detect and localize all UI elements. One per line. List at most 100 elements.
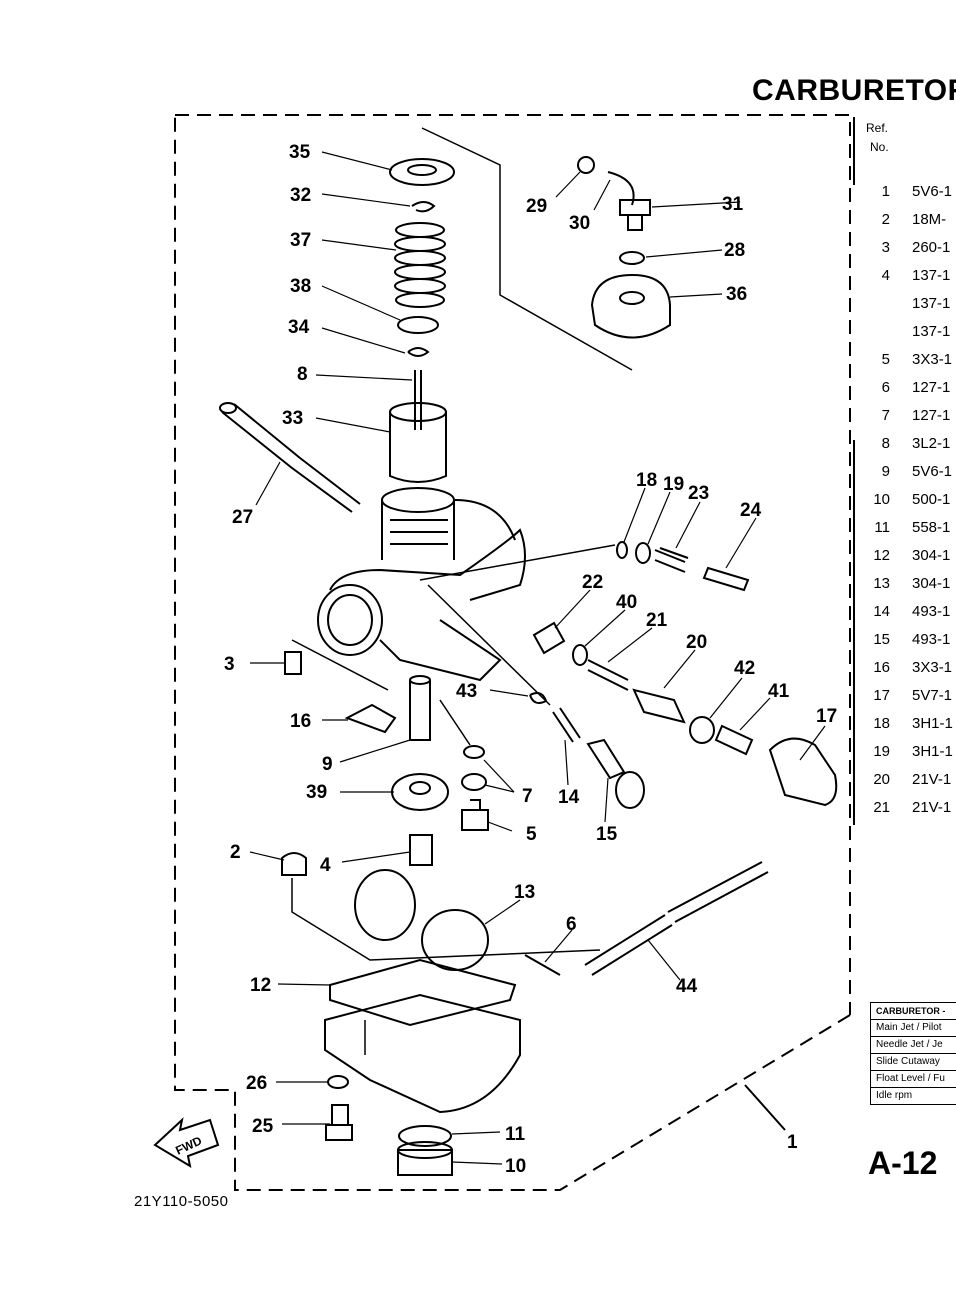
spring-14 — [552, 707, 581, 743]
callout-30: 30 — [569, 213, 590, 234]
oring-11 — [398, 1125, 452, 1147]
table-part-no: 3X3-1 — [912, 659, 953, 676]
callout-41: 41 — [768, 681, 790, 702]
table-part-no: 21V-1 — [912, 771, 952, 788]
drain-plug-10 — [397, 1149, 453, 1176]
washer-35 — [389, 158, 455, 186]
table-part-no: 137-1 — [912, 267, 951, 284]
table-part-no: 5V6-1 — [912, 183, 953, 200]
table-ref-no: 9 — [881, 463, 890, 480]
table-ref-no: 5 — [881, 351, 890, 368]
table-ref-no: 21 — [873, 799, 890, 816]
callout-27: 27 — [232, 507, 253, 528]
callout-42: 42 — [734, 658, 755, 679]
table-ref-no: 12 — [873, 547, 890, 564]
screw-41 — [714, 724, 754, 756]
callout-21: 21 — [646, 610, 668, 631]
callout-34: 34 — [288, 317, 310, 338]
table-part-no: 493-1 — [912, 603, 951, 620]
callout-1: 1 — [787, 1132, 798, 1153]
table-ref-no: 13 — [873, 575, 890, 592]
table-ref-no: 1 — [881, 183, 890, 200]
oring-43 — [529, 692, 548, 704]
page-number: A-12 — [868, 1145, 938, 1181]
callout-4: 4 — [320, 855, 331, 876]
oring-18 — [616, 541, 628, 559]
table-part-no: 127-1 — [912, 379, 951, 396]
bowl-group-line — [291, 878, 601, 961]
assembly-frame — [174, 114, 851, 1191]
table-ref-no: 10 — [873, 491, 890, 508]
callout-39: 39 — [306, 782, 327, 803]
table-part-no: 5V7-1 — [912, 687, 953, 704]
callout-23: 23 — [688, 483, 709, 504]
screw-24 — [702, 566, 750, 592]
table-part-no: 127-1 — [912, 407, 951, 424]
fitting-31 — [619, 199, 651, 231]
table-part-no: 558-1 — [912, 519, 951, 536]
fwd-arrow-icon — [153, 1117, 220, 1169]
callout-9: 9 — [322, 754, 333, 775]
callout-28: 28 — [724, 240, 745, 261]
table-header-ref: Ref. — [866, 121, 889, 135]
table-part-no: 3L2-1 — [912, 435, 951, 452]
spec-row: Main Jet / Pilot — [871, 1019, 956, 1036]
table-ref-no: 7 — [881, 407, 890, 424]
callout-labels: 1 2 3 4 5 6 7 8 9 10 11 12 13 14 15 16 1… — [224, 142, 837, 1177]
table-ref-no: 8 — [881, 435, 890, 452]
table-header-no: No. — [870, 140, 889, 154]
jet-holder-39 — [391, 773, 449, 811]
callout-26: 26 — [246, 1073, 267, 1094]
pilot-group-line — [291, 639, 389, 691]
screw-3 — [284, 651, 302, 675]
table-rule-bottom — [853, 440, 855, 825]
table-part-no: 260-1 — [912, 239, 951, 256]
callout-11: 11 — [505, 1124, 526, 1145]
hose-27 — [221, 403, 361, 513]
table-part-no: 500-1 — [912, 491, 951, 508]
spec-row: Idle rpm — [871, 1087, 956, 1104]
float-bowl — [324, 993, 521, 1114]
callout-20: 20 — [686, 632, 707, 653]
callout-13: 13 — [514, 882, 535, 903]
table-ref-no: 18 — [873, 715, 890, 732]
callout-14: 14 — [558, 787, 580, 808]
callout-19: 19 — [663, 474, 684, 495]
table-ref-no: 4 — [881, 267, 890, 284]
callout-33: 33 — [282, 408, 303, 429]
callout-40: 40 — [616, 592, 637, 613]
table-ref-no: 6 — [881, 379, 890, 396]
spring-37 — [394, 222, 446, 308]
spec-row: Needle Jet / Je — [871, 1036, 956, 1053]
table-ref-no: 20 — [873, 771, 890, 788]
plate-16 — [344, 703, 397, 734]
retainer-38 — [397, 316, 439, 334]
callout-12: 12 — [250, 975, 271, 996]
hose-44 — [584, 861, 769, 976]
pilot-group-line-2 — [439, 699, 471, 746]
washer-7 — [463, 745, 485, 759]
adjuster-20 — [632, 688, 686, 724]
cap-29 — [577, 156, 595, 174]
table-ref-no: 15 — [873, 631, 890, 648]
washer-19 — [635, 542, 651, 564]
table-part-no: 21V-1 — [912, 799, 952, 816]
table-part-no: 304-1 — [912, 575, 951, 592]
spring-23 — [654, 547, 689, 573]
callout-8: 8 — [297, 364, 308, 385]
cap-group-line — [421, 127, 633, 371]
table-part-no: 304-1 — [912, 547, 951, 564]
clip-32 — [411, 201, 436, 213]
carb-body — [317, 487, 526, 682]
callout-35: 35 — [289, 142, 311, 163]
clip-34 — [407, 347, 430, 357]
spring-21 — [587, 659, 629, 691]
callout-18: 18 — [636, 470, 657, 491]
callout-29: 29 — [526, 196, 547, 217]
float-13 — [354, 869, 416, 941]
screw-15 — [586, 738, 626, 780]
leader-lines — [249, 151, 826, 1165]
table-part-no: 5V6-1 — [912, 463, 953, 480]
callout-7: 7 — [522, 786, 533, 807]
